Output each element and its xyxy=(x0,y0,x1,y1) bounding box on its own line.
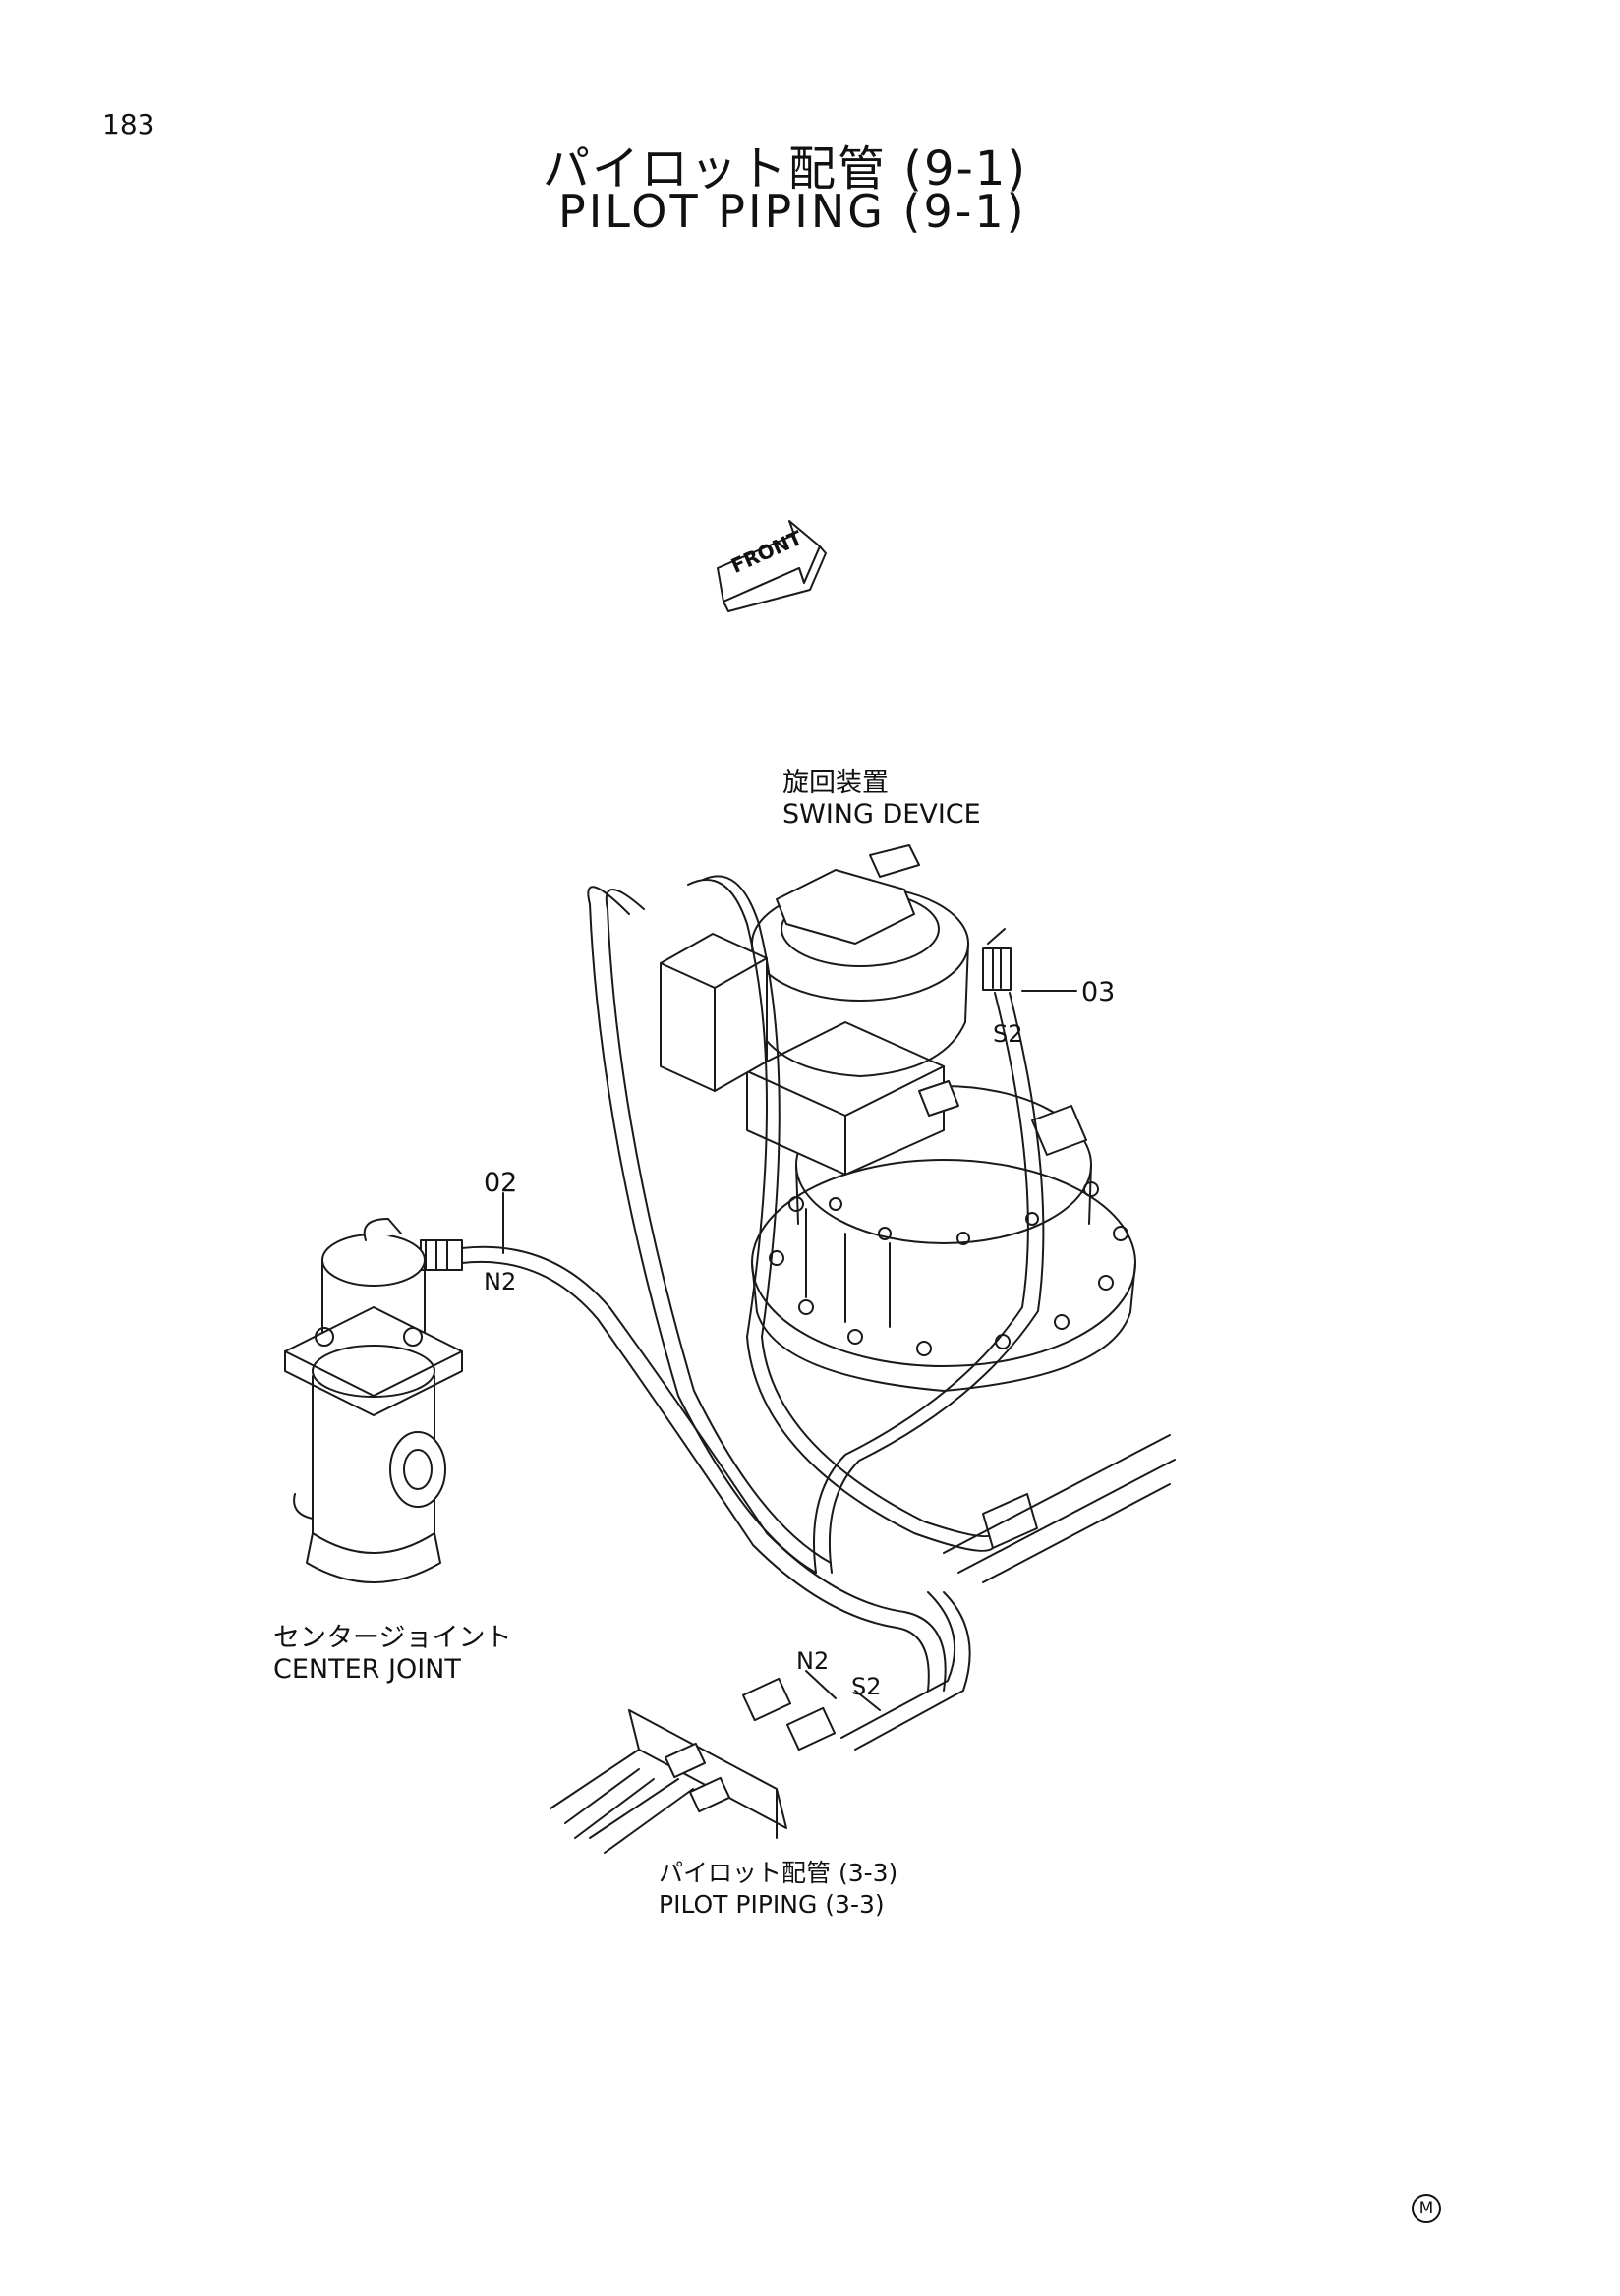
pilot-piping-connection-plate xyxy=(550,1679,835,1853)
swing-device-drawing xyxy=(661,845,1135,1391)
swing-device-label-japanese: 旋回装置 xyxy=(782,768,889,798)
swing-device-label-english: SWING DEVICE xyxy=(782,799,981,830)
port-tag-n2-center-joint: N2 xyxy=(484,1268,517,1295)
m-mark: M xyxy=(1412,2194,1441,2223)
port-tag-s2-lower: S2 xyxy=(851,1673,882,1700)
port-tag-s2-swing-device: S2 xyxy=(993,1020,1023,1048)
callout-03: 03 xyxy=(1081,977,1116,1007)
center-joint-label-japanese: センタージョイント xyxy=(273,1623,512,1653)
callout-02: 02 xyxy=(484,1168,518,1198)
page-title-japanese: パイロット配管 (9-1) xyxy=(543,142,1028,197)
hose-bundle xyxy=(588,876,1175,1582)
port-tag-n2-lower: N2 xyxy=(796,1647,830,1675)
pilot-piping-ref-label-english: PILOT PIPING (3-3) xyxy=(659,1890,885,1919)
center-joint-label-english: CENTER JOINT xyxy=(273,1654,461,1685)
n2-hose xyxy=(421,1240,970,1750)
page-title-english: PILOT PIPING (9-1) xyxy=(558,185,1027,238)
page-number: 183 xyxy=(102,108,155,141)
center-joint-drawing xyxy=(285,1219,462,1582)
leader-lines xyxy=(503,991,1076,1710)
front-arrow-icon xyxy=(718,521,826,611)
pilot-piping-ref-label-japanese: パイロット配管 (3-3) xyxy=(659,1859,898,1887)
